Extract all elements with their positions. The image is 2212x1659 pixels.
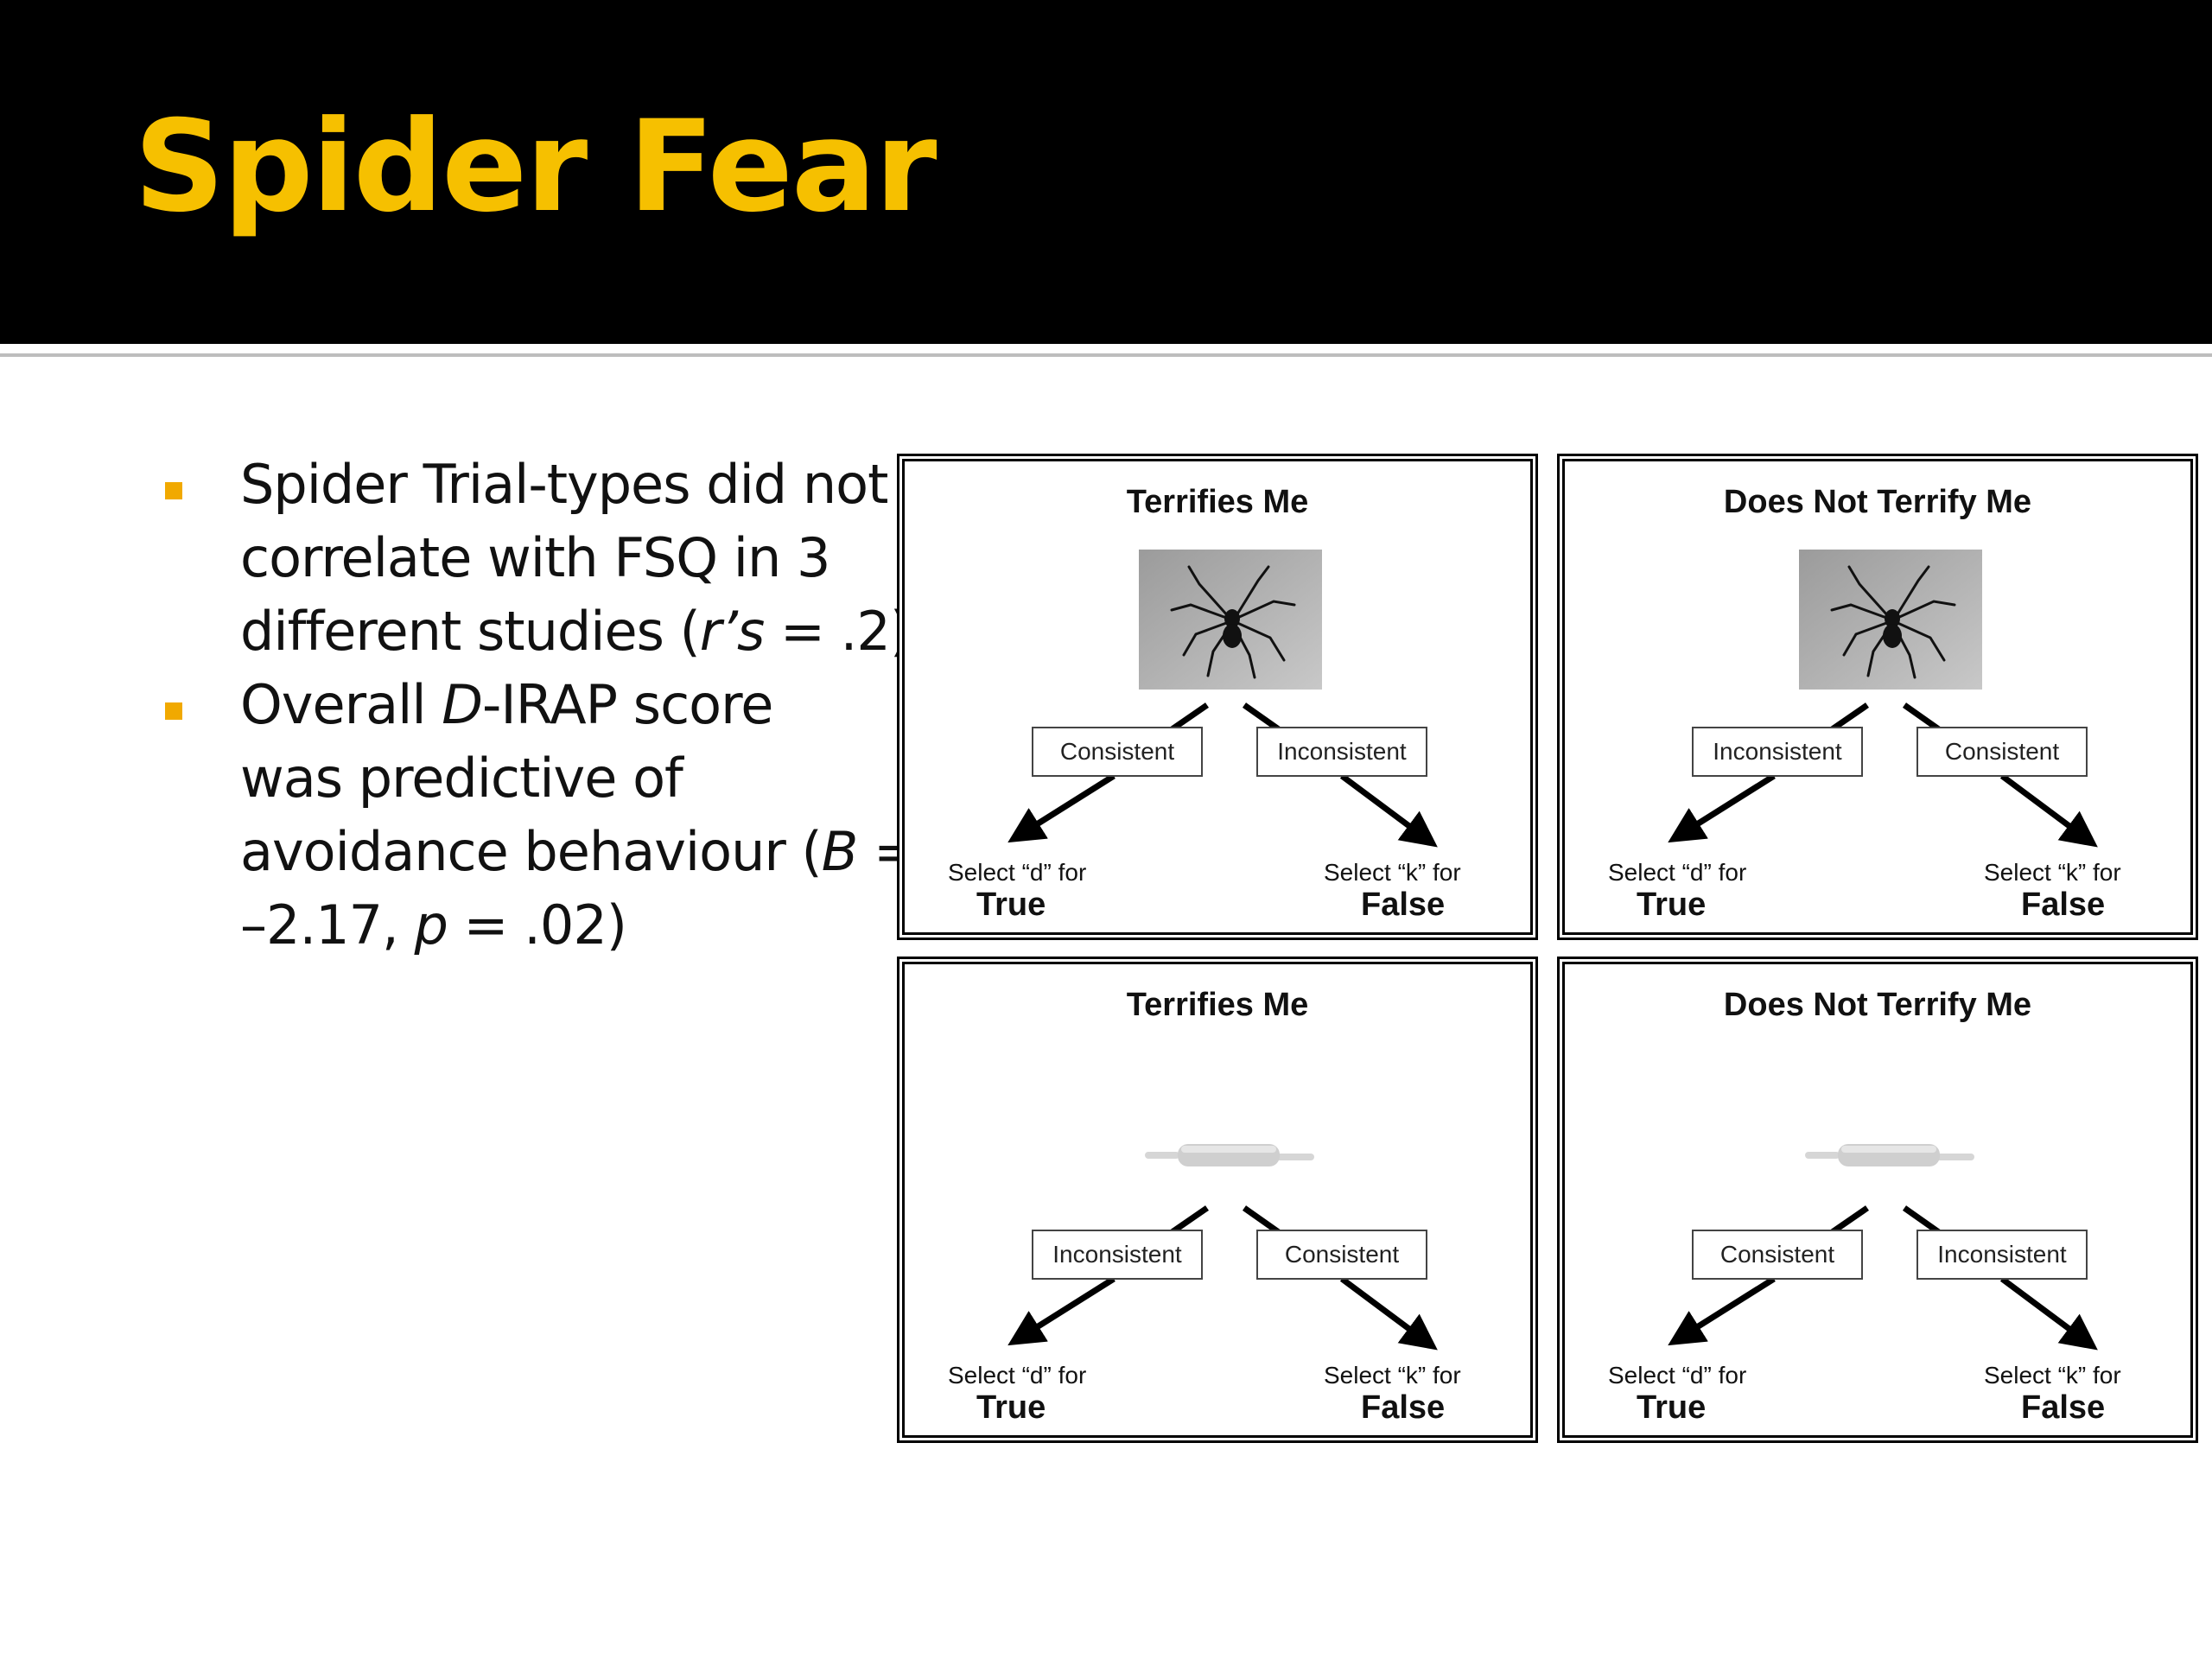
bullet-line: –2.17, p = .02) [240, 888, 888, 962]
bullet-line: different studies (r’s = .2) [240, 594, 888, 668]
left-answer: True [976, 1389, 1046, 1427]
irap-panel: Does Not Terrify Me Inconsistent Consist… [1557, 454, 2198, 940]
right-response-box: Consistent [1916, 727, 2088, 777]
bullet-item: Overall D-IRAP score was predictive of a… [162, 668, 888, 962]
bullet-item: Spider Trial-types did not correlate wit… [162, 448, 888, 668]
bullet-line: Spider Trial-types did not [240, 448, 888, 521]
left-select-key: Select “d” for [1608, 1362, 1746, 1389]
left-response-box: Inconsistent [1032, 1230, 1203, 1280]
right-response-box: Inconsistent [1916, 1230, 2088, 1280]
bullet-line: was predictive of [240, 741, 888, 815]
bullet-line: avoidance behaviour (B = [240, 815, 888, 888]
right-select-key: Select “k” for [1984, 1362, 2121, 1389]
irap-panel: Terrifies Me Inconsistent Consistent Sel… [897, 957, 1538, 1443]
bullet-square-icon [165, 482, 182, 499]
right-answer: False [1361, 887, 1445, 924]
irap-panel: Terrifies Me Consistent Inconsistent Sel… [897, 454, 1538, 940]
left-select-key: Select “d” for [948, 1362, 1086, 1389]
left-response-box: Consistent [1032, 727, 1203, 777]
title-bar: Spider Fear [0, 0, 2212, 344]
right-answer: False [1361, 1389, 1445, 1427]
left-response-box: Inconsistent [1692, 727, 1863, 777]
right-answer: False [2021, 887, 2105, 924]
slide-title: Spider Fear [134, 104, 935, 230]
bullet-line: correlate with FSQ in 3 [240, 521, 888, 594]
left-select-key: Select “d” for [1608, 859, 1746, 887]
left-select-key: Select “d” for [948, 859, 1086, 887]
left-answer: True [976, 887, 1046, 924]
irap-panel: Does Not Terrify Me Consistent Inconsist… [1557, 957, 2198, 1443]
right-select-key: Select “k” for [1324, 859, 1461, 887]
title-divider [0, 353, 2212, 357]
right-answer: False [2021, 1389, 2105, 1427]
bullet-square-icon [165, 702, 182, 720]
right-response-box: Consistent [1256, 1230, 1427, 1280]
left-answer: True [1637, 1389, 1706, 1427]
bullet-line: Overall D-IRAP score [240, 668, 888, 741]
right-select-key: Select “k” for [1984, 859, 2121, 887]
bullet-list: Spider Trial-types did not correlate wit… [162, 448, 888, 962]
left-response-box: Consistent [1692, 1230, 1863, 1280]
right-select-key: Select “k” for [1324, 1362, 1461, 1389]
left-answer: True [1637, 887, 1706, 924]
right-response-box: Inconsistent [1256, 727, 1427, 777]
